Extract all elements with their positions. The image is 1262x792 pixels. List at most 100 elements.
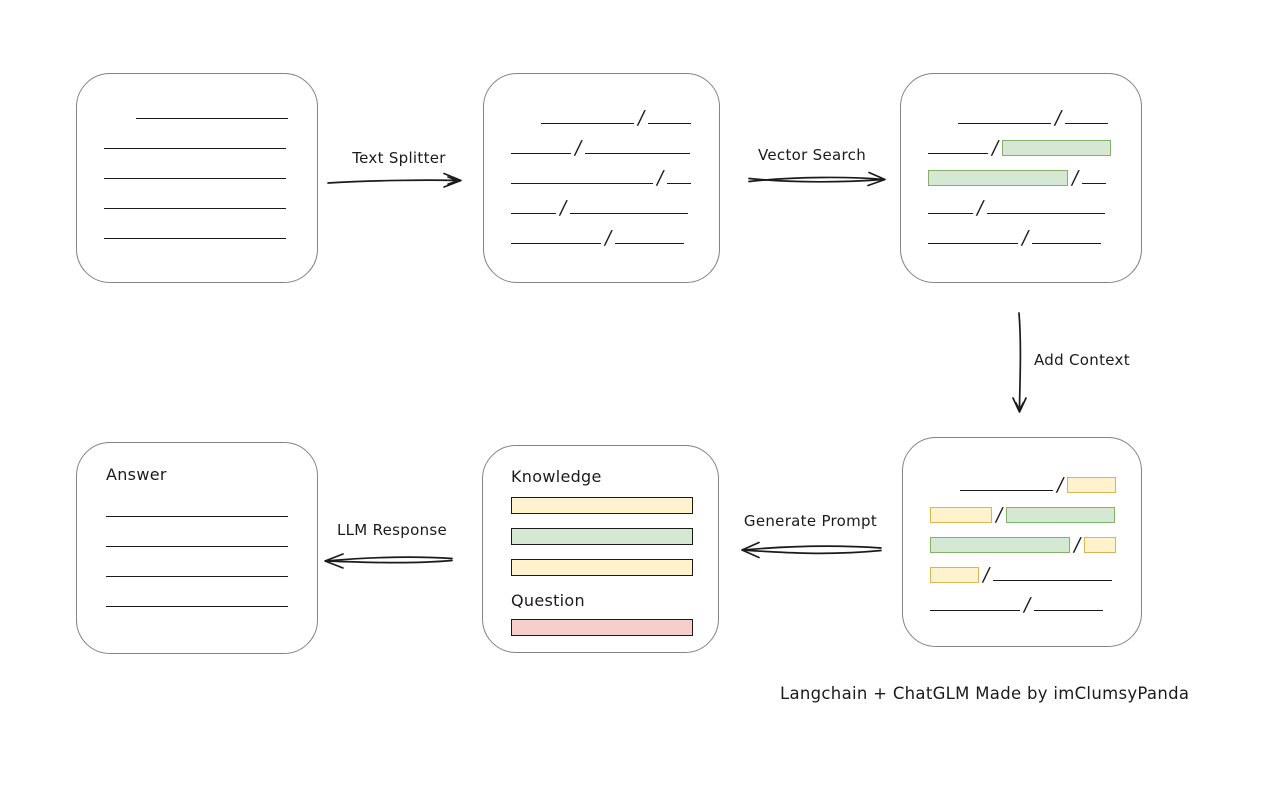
- text-line: [511, 213, 556, 214]
- text-line: [106, 576, 288, 577]
- answer-box: Answer: [76, 442, 318, 654]
- text-line: [106, 516, 288, 517]
- text-row: /: [903, 463, 1141, 496]
- arrow-vector-search: [748, 171, 886, 187]
- chunk-bar-yellow: [511, 497, 693, 514]
- retrieved-chunks-box: / / / / /: [900, 73, 1142, 283]
- answer-label: Answer: [106, 465, 167, 484]
- text-line: [511, 183, 653, 184]
- text-line: [511, 243, 601, 244]
- text-line: [570, 213, 689, 214]
- text-splitter-label: Text Splitter: [352, 149, 446, 167]
- text-line: [104, 148, 286, 149]
- chunk-green: [1006, 507, 1116, 523]
- llm-response-label: LLM Response: [336, 521, 448, 539]
- text-row: /: [484, 96, 719, 129]
- chunk-green: [928, 170, 1068, 186]
- chunk-bar-yellow: [511, 559, 693, 576]
- text-row: [77, 211, 317, 241]
- text-line: [960, 490, 1053, 491]
- chunk-yellow: [1084, 537, 1117, 553]
- context-chunks-box: /////: [902, 437, 1142, 647]
- text-line: [993, 580, 1113, 581]
- slash-separator: /: [1072, 534, 1083, 556]
- chunk-yellow: [1067, 477, 1117, 493]
- text-line: [928, 153, 988, 154]
- text-line: [615, 243, 685, 244]
- text-row: /: [901, 96, 1141, 129]
- text-line: [987, 213, 1106, 214]
- text-row: /: [901, 216, 1141, 249]
- arrow-generate-prompt: [741, 541, 882, 559]
- generate-prompt-label: Generate Prompt: [743, 512, 878, 530]
- text-line: [958, 123, 1051, 124]
- vector-search-label: Vector Search: [758, 146, 866, 164]
- slash-separator: /: [1053, 107, 1064, 129]
- text-line: [585, 153, 691, 154]
- text-row: /: [903, 553, 1141, 586]
- text-line: [648, 123, 692, 124]
- text-line: [104, 238, 286, 239]
- text-row: /: [901, 156, 1141, 189]
- text-line: [1082, 183, 1107, 184]
- text-line: [541, 123, 634, 124]
- split-chunks-box: / / / / /: [483, 73, 720, 283]
- slash-separator: /: [1022, 594, 1033, 616]
- text-line: [1032, 243, 1102, 244]
- text-row: /: [901, 126, 1141, 159]
- text-line: [667, 183, 692, 184]
- add-context-label: Add Context: [1034, 351, 1130, 369]
- chunk-bar-red: [511, 619, 693, 636]
- text-line: [1034, 610, 1104, 611]
- text-line: [928, 243, 1018, 244]
- text-row: /: [903, 493, 1141, 526]
- arrow-text-splitter: [327, 172, 462, 188]
- text-line: [104, 208, 286, 209]
- slash-separator: /: [1070, 167, 1081, 189]
- text-line: [928, 213, 973, 214]
- text-row: [77, 519, 317, 549]
- text-row: /: [484, 126, 719, 159]
- text-row: /: [484, 156, 719, 189]
- text-row: [77, 489, 317, 519]
- slash-separator: /: [558, 197, 569, 219]
- text-row: /: [903, 583, 1141, 616]
- slash-separator: /: [655, 167, 666, 189]
- text-line: [136, 118, 288, 119]
- chunk-bar-green: [511, 528, 693, 545]
- text-row: /: [901, 186, 1141, 219]
- arrow-llm-response: [324, 553, 453, 569]
- text-line: [104, 178, 286, 179]
- prompt-label: Knowledge: [511, 467, 602, 486]
- chunk-yellow: [930, 507, 992, 523]
- text-row: [77, 181, 317, 211]
- text-line: [1065, 123, 1109, 124]
- chunk-green: [1002, 140, 1112, 156]
- text-row: /: [903, 523, 1141, 556]
- slash-separator: /: [603, 227, 614, 249]
- slash-separator: /: [1020, 227, 1031, 249]
- text-row: [77, 121, 317, 151]
- text-line: [106, 546, 288, 547]
- text-row: /: [484, 216, 719, 249]
- slash-separator: /: [990, 137, 1001, 159]
- source-document-box: [76, 73, 318, 283]
- text-row: [77, 151, 317, 181]
- chunk-green: [930, 537, 1070, 553]
- prompt-label: Question: [511, 591, 585, 610]
- text-row: [77, 579, 317, 609]
- text-line: [930, 610, 1020, 611]
- arrow-add-context: [1012, 312, 1027, 413]
- slash-separator: /: [994, 504, 1005, 526]
- slash-separator: /: [1055, 474, 1066, 496]
- text-line: [106, 606, 288, 607]
- slash-separator: /: [573, 137, 584, 159]
- text-line: [511, 153, 571, 154]
- text-row: [77, 91, 317, 121]
- slash-separator: /: [975, 197, 986, 219]
- credit-caption: Langchain + ChatGLM Made by imClumsyPand…: [780, 684, 1190, 703]
- chunk-yellow: [930, 567, 979, 583]
- text-row: /: [484, 186, 719, 219]
